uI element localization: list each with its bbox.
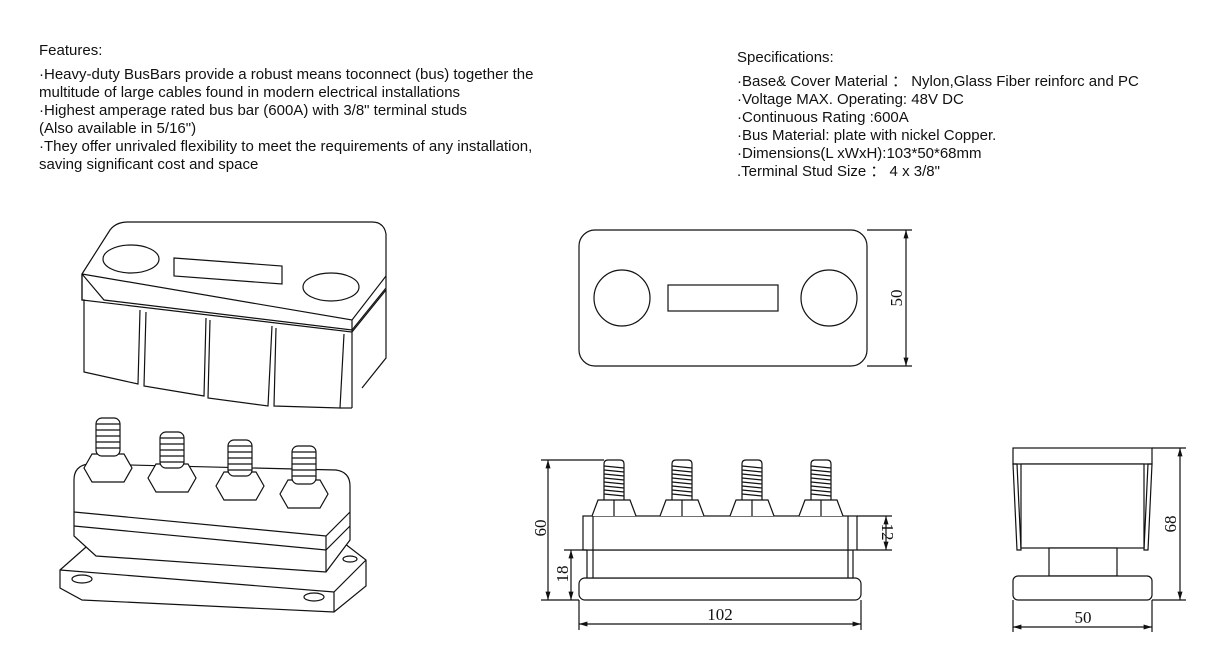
dim-front-base-height: 18 — [553, 566, 572, 583]
front-stud — [603, 459, 625, 501]
top-label-window — [667, 284, 779, 312]
cover-label-window — [173, 257, 283, 285]
stud-nut — [279, 445, 329, 509]
specifications-heading: Specifications: — [737, 49, 834, 66]
spec-line: ·Base& Cover Material ： Nylon,Glass Fibe… — [737, 73, 1139, 90]
dim-side-height: 68 — [1161, 516, 1180, 533]
stud-nut — [83, 417, 133, 483]
spec-line: .Terminal Stud Size ： 4 x 3/8" — [737, 163, 940, 180]
base-mount-hole — [303, 592, 325, 602]
cover-hole-left — [102, 244, 160, 274]
features-section: Features: ·Heavy-duty BusBars provide a … — [39, 42, 533, 174]
top-hole-left — [593, 269, 651, 327]
specifications-section: Specifications: ·Base& Cover Material ： … — [737, 49, 1139, 181]
front-stud — [741, 459, 763, 501]
features-line: ·Heavy-duty BusBars provide a robust mea… — [39, 66, 534, 83]
spec-line: ·Continuous Rating :600A — [737, 109, 909, 126]
dim-top-width: 50 — [887, 290, 906, 307]
top-view — [578, 229, 912, 367]
stud-nut — [215, 439, 265, 501]
dim-front-length: 102 — [707, 605, 733, 624]
dim-front-total-height: 60 — [531, 520, 550, 537]
top-hole-right — [800, 269, 858, 327]
features-line: saving significant cost and space — [39, 156, 259, 173]
features-line: (Also available in 5/16") — [39, 120, 197, 137]
features-line: multitude of large cables found in moder… — [39, 84, 461, 101]
stud-nut — [147, 431, 197, 493]
cover-hole-right — [302, 272, 360, 302]
dim-side-width: 50 — [1075, 608, 1092, 627]
features-line: ·They offer unrivaled flexibility to mee… — [39, 138, 533, 155]
dim-front-block-height: 12 — [878, 524, 897, 541]
base-mount-hole — [342, 555, 358, 563]
features-line: ·Highest amperage rated bus bar (600A) w… — [39, 102, 468, 119]
cover-isometric-view — [81, 221, 387, 409]
spec-line: ·Dimensions(L xWxH):103*50*68mm — [737, 145, 982, 162]
base-mount-hole — [71, 574, 93, 584]
base-isometric-view — [59, 417, 367, 613]
front-stud — [810, 459, 832, 501]
front-stud — [671, 459, 693, 501]
side-view — [1012, 447, 1186, 632]
spec-line: ·Voltage MAX. Operating: 48V DC — [737, 91, 964, 108]
front-view — [541, 459, 892, 630]
spec-line: ·Bus Material: plate with nickel Copper. — [737, 127, 997, 144]
features-heading: Features: — [39, 42, 103, 59]
